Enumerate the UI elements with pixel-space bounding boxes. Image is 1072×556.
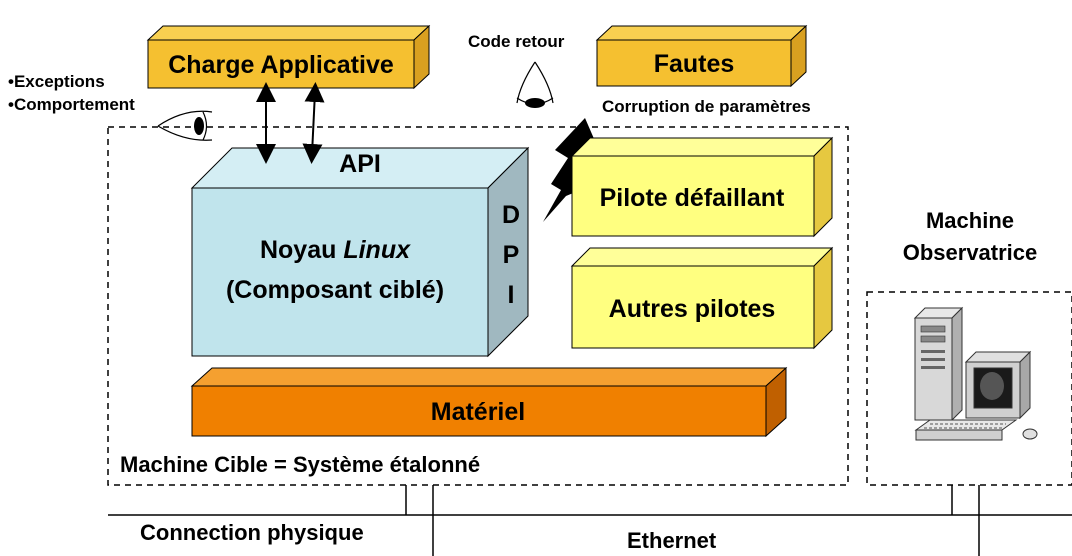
charge-applicative-box: Charge Applicative [146,24,431,90]
dpi-letter-d: D [502,201,520,229]
charge-applicative-label: Charge Applicative [168,51,394,79]
noyau-prefix: Noyau [260,236,343,264]
dpi-letter-p: P [503,241,520,269]
pilote-defaillant-label: Pilote défaillant [600,184,785,212]
kernel-box: API Noyau Linux (Composant ciblé) D P I [190,146,530,358]
composant-cible-label: (Composant ciblé) [226,276,444,304]
noyau-label: Noyau Linux [260,236,411,264]
ethernet-label: Ethernet [627,528,717,553]
noyau-italic: Linux [343,236,411,264]
dpi-letter-i: I [508,281,515,309]
materiel-label: Matériel [431,398,525,426]
autres-pilotes-label: Autres pilotes [609,295,776,323]
exceptions-label: •Exceptions [8,72,105,91]
autres-pilotes-box: Autres pilotes [570,246,834,350]
code-retour-label: Code retour [468,32,565,51]
connection-physique-label: Connection physique [140,520,364,545]
corruption-label: Corruption de paramètres [602,97,811,116]
machine-cible-label: Machine Cible = Système étalonné [120,452,480,477]
eye-icon-top [516,61,554,108]
desktop-computer-icon [913,306,1038,441]
comportement-label: •Comportement [8,95,135,114]
machine-observatrice-label-2: Observatrice [903,240,1038,265]
eye-icon [157,110,213,141]
machine-observatrice-label-1: Machine [926,208,1014,233]
materiel-box: Matériel [190,366,788,438]
machine-cible-frame [107,126,849,486]
fautes-label: Fautes [654,50,735,78]
api-label: API [339,150,381,178]
pilote-defaillant-box: Pilote défaillant [570,136,834,238]
api-arrow-right [302,82,325,164]
machine-observatrice-frame [866,291,1072,486]
fautes-box: Fautes [595,24,808,88]
